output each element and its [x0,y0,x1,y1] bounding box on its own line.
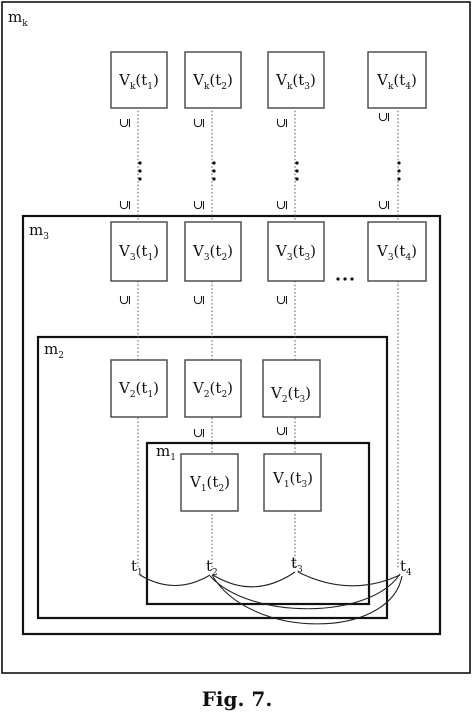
svg-text:⊆: ⊆ [118,200,133,211]
svg-text:V3(t4): V3(t4) [376,242,417,263]
svg-text:⊆: ⊆ [192,295,207,306]
frame-mk [1,1,471,674]
frame-label-mk: mk [8,8,28,29]
box-v1-t2: V1(t2) [180,453,239,512]
box-v3-t4: V3(t4) [367,221,427,282]
svg-text:V3(t3): V3(t3) [275,242,316,263]
figure-caption: Fig. 7. [202,687,273,711]
box-v3-t2: V3(t2) [184,221,242,282]
frame-m3 [21,214,442,636]
time-label-t1: t1 [131,557,143,578]
time-label-t4: t4 [400,557,412,578]
arc-t2-t4-outer [211,574,403,625]
svg-text:⊆: ⊆ [192,118,207,129]
svg-text:Vk(t3): Vk(t3) [275,71,316,92]
box-vk-t3: Vk(t3) [267,51,325,109]
svg-text:⊆: ⊆ [118,295,133,306]
arc-t2-t4-inner [209,573,401,610]
frame-m1 [145,441,371,606]
svg-text:Vk(t1): Vk(t1) [118,71,159,92]
frame-label-m2: m2 [44,340,64,361]
svg-text:V3(t1): V3(t1) [118,242,159,263]
svg-text:⊆: ⊆ [192,200,207,211]
box-v3-t1: V3(t1) [110,221,168,282]
horizontal-ellipsis [336,277,354,281]
box-v2-t3: V2(t3) [262,359,321,418]
arc-t1-t2 [139,574,211,586]
svg-text:⊆: ⊆ [275,295,290,306]
vertical-ellipsis [138,161,401,181]
arc-t2-t3 [212,571,296,588]
svg-text:V2(t3): V2(t3) [270,384,311,405]
svg-text:⊆: ⊆ [275,426,290,437]
box-v2-t2: V2(t2) [184,359,242,418]
box-v3-t3: V3(t3) [267,221,325,282]
svg-text:⊆: ⊆ [377,112,392,123]
svg-text:⊆: ⊆ [377,200,392,211]
box-vk-t1: Vk(t1) [110,51,168,109]
time-label-t2: t2 [206,557,218,578]
svg-text:⊆: ⊆ [118,118,133,129]
svg-text:V2(t1): V2(t1) [118,379,159,400]
svg-text:⊆: ⊆ [275,118,290,129]
svg-text:⊆: ⊆ [192,428,207,439]
svg-text:Vk(t2): Vk(t2) [192,71,233,92]
svg-text:V2(t2): V2(t2) [192,379,233,400]
svg-text:⊆: ⊆ [275,200,290,211]
box-v1-t3: V1(t3) [263,453,322,512]
svg-text:V1(t2): V1(t2) [189,473,230,494]
box-vk-t4: Vk(t4) [367,51,427,109]
svg-text:V1(t3): V1(t3) [272,469,313,490]
svg-text:V3(t2): V3(t2) [192,242,233,263]
time-label-t3: t3 [291,554,303,575]
frame-label-m1: m1 [156,442,176,463]
frame-label-m3: m3 [29,221,49,242]
subset-symbols: ⊆ ⊆ ⊆ ⊆ ⊆ ⊆ ⊆ ⊆ ⊆ ⊆ ⊆ ⊆ ⊆ [118,112,392,439]
box-v2-t1: V2(t1) [110,359,168,418]
svg-text:Vk(t4): Vk(t4) [376,71,417,92]
box-vk-t2: Vk(t2) [184,51,242,109]
arc-t3-t4 [297,571,401,587]
